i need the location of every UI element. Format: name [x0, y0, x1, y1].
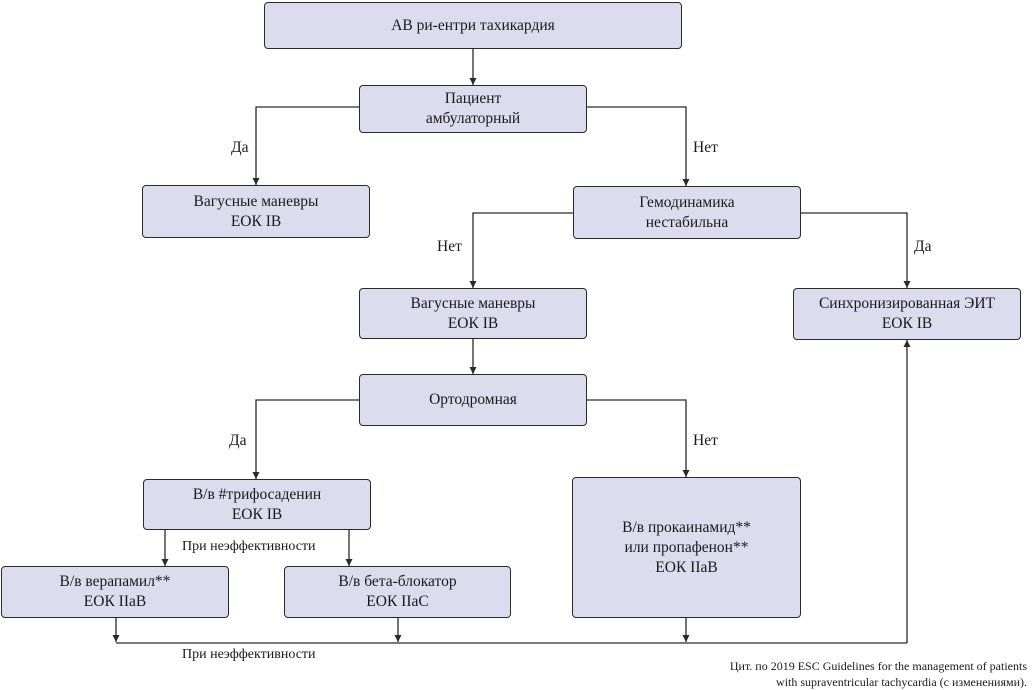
node-vagal-maneuvers-stable: Вагусные маневры ЕОК IB [359, 288, 587, 339]
node-hemodynamics-unstable-line-1: Гемодинамика [639, 193, 735, 211]
node-iv-adenosine: В/в #трифосаденин ЕОК IB [143, 479, 371, 530]
label-patient-no: Нет [693, 139, 718, 156]
arrow-orthodromic-yes [252, 399, 359, 479]
arrow-patient-yes [252, 106, 359, 185]
node-orthodromic: Ортодромная [359, 374, 587, 426]
arrow-orthodromic-no [587, 399, 690, 477]
node-av-reentry-tachycardia-text: АВ ри-ентри тахикардия [391, 16, 555, 34]
node-iv-beta-blocker: В/в бета-блокатор ЕОК IIaC [284, 566, 511, 618]
label-hemodynamics-yes: Да [914, 238, 932, 255]
label-orthodromic-no: Нет [693, 432, 718, 449]
node-iv-verapamil-line-1: В/в верапамил** [59, 573, 171, 590]
node-vagal-maneuvers-outpatient: Вагусные маневры ЕОК IB [142, 185, 370, 238]
arrow-hemodynamics-yes [801, 212, 911, 288]
label-orthodromic-yes: Да [229, 432, 247, 449]
node-vagal-maneuvers-outpatient-line-1: Вагусные маневры [193, 192, 319, 210]
node-iv-adenosine-line-2: ЕОК IB [231, 505, 283, 523]
node-iv-procainamide-line-2: или пропафенон** [624, 538, 749, 556]
source-citation: Цит. по 2019 ESC Guidelines for the mana… [730, 658, 1027, 690]
node-patient-outpatient: Пациент амбулаторный [359, 85, 587, 133]
label-patient-yes: Да [231, 139, 249, 156]
node-synchronized-cardioversion-line-2: ЕОК IB [881, 315, 933, 332]
node-iv-beta-blocker-line-1: В/в бета-блокатор [338, 573, 457, 590]
node-synchronized-cardioversion: Синхронизированная ЭИТ ЕОК IB [793, 288, 1021, 340]
node-iv-beta-blocker-line-2: ЕОК IIaC [366, 593, 429, 610]
node-patient-outpatient-line-1: Пациент [444, 90, 502, 107]
node-iv-procainamide-line-3: ЕОК IIaB [655, 558, 718, 576]
node-vagal-maneuvers-stable-line-2: ЕОК IB [447, 314, 499, 332]
node-orthodromic-text: Ортодромная [429, 391, 517, 408]
source-citation-line-2: with supraventricular tachycardia (с изм… [776, 675, 1027, 689]
node-iv-adenosine-line-1: В/в #трифосаденин [192, 485, 322, 503]
node-iv-procainamide-propafenone: В/в прокаинамид** или пропафенон** ЕОК I… [572, 477, 801, 618]
arrow-hemodynamics-no [469, 212, 573, 288]
source-citation-line-1: Цит. по 2019 ESC Guidelines for the mana… [729, 659, 1027, 673]
node-iv-verapamil: В/в верапамил** ЕОК IIaB [1, 566, 229, 618]
node-iv-verapamil-line-2: ЕОК IIaB [83, 593, 147, 610]
label-hemodynamics-no: Нет [437, 238, 462, 255]
node-vagal-maneuvers-outpatient-line-2: ЕОК IB [230, 212, 282, 230]
node-patient-outpatient-line-2: амбулаторный [425, 110, 521, 127]
node-hemodynamics-unstable-line-2: нестабильна [645, 213, 729, 231]
node-vagal-maneuvers-stable-line-1: Вагусные маневры [410, 294, 536, 312]
node-av-reentry-tachycardia: АВ ри-ентри тахикардия [264, 2, 682, 49]
node-synchronized-cardioversion-line-1: Синхронизированная ЭИТ [818, 295, 996, 312]
node-hemodynamics-unstable: Гемодинамика нестабильна [573, 186, 801, 239]
arrow-patient-no [587, 106, 690, 186]
node-iv-procainamide-line-1: В/в прокаинамид** [622, 518, 751, 536]
label-if-ineffective-middle: При неэффективности [182, 539, 316, 554]
label-if-ineffective-bottom: При неэффективности [182, 647, 316, 662]
